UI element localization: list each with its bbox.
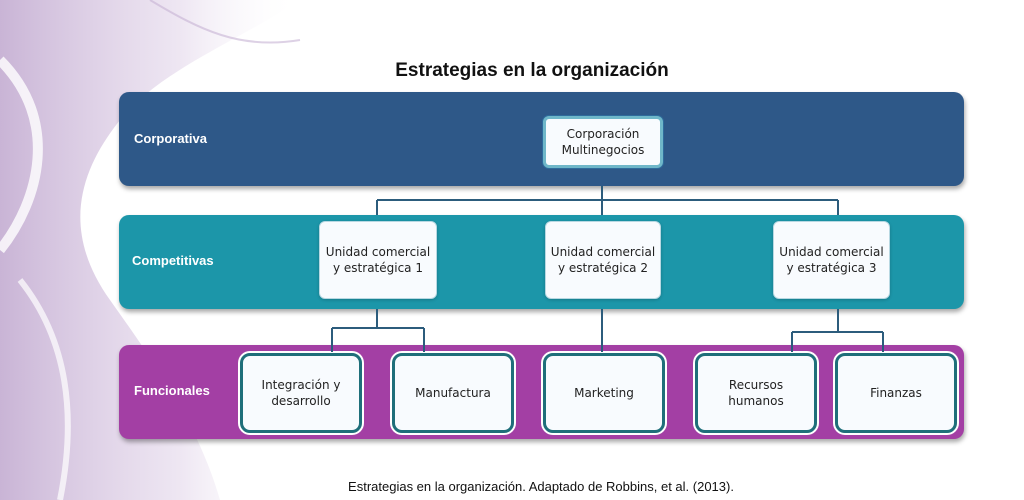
corporate-band <box>119 92 964 186</box>
functional-level-label: Funcionales <box>134 383 210 398</box>
business-unit-3-box: Unidad comercial y estratégica 3 <box>773 221 890 299</box>
business-unit-1-box: Unidad comercial y estratégica 1 <box>319 221 437 299</box>
function-hr-box: Recursos humanos <box>695 353 817 433</box>
function-finance-box: Finanzas <box>835 353 957 433</box>
function-manufacturing-box: Manufactura <box>392 353 514 433</box>
figure-caption: Estrategias en la organización. Adaptado… <box>348 479 734 494</box>
diagram-title: Estrategias en la organización <box>395 60 669 81</box>
business-unit-2-box: Unidad comercial y estratégica 2 <box>545 221 661 299</box>
corporate-level-label: Corporativa <box>134 131 207 146</box>
function-integration-box: Integración y desarrollo <box>240 353 362 433</box>
corporate-unit-box: Corporación Multinegocios <box>543 116 663 168</box>
function-marketing-box: Marketing <box>543 353 665 433</box>
competitive-level-label: Competitivas <box>132 253 214 268</box>
